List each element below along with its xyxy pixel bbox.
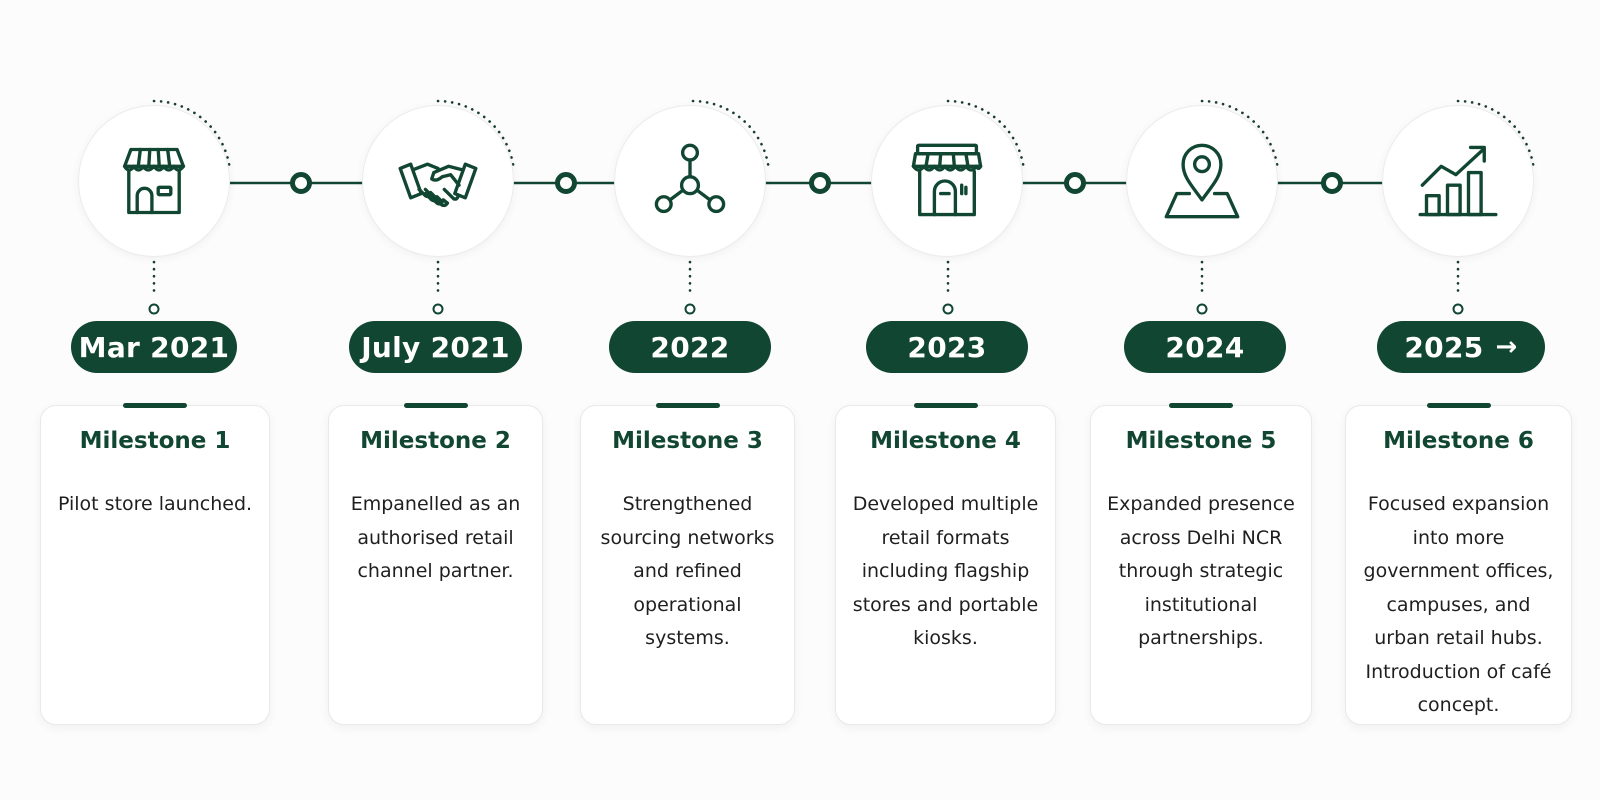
dotted-arc — [152, 99, 232, 173]
date-label: July 2021 — [361, 330, 510, 364]
milestone-title: Milestone 6 — [1383, 428, 1534, 454]
date-label: 2023 — [907, 330, 987, 364]
stem-dot — [1196, 303, 1208, 315]
card-tab — [1426, 403, 1491, 408]
milestone-card-1: Milestone 1 Pilot store launched. — [40, 403, 270, 725]
map-pin-icon — [1164, 143, 1240, 219]
milestone-card-2: Milestone 2 Empanelled as an authorised … — [328, 403, 543, 725]
dotted-arc — [946, 99, 1026, 173]
milestone-card-4: Milestone 4 Developed multiple retail fo… — [835, 403, 1056, 725]
card-tab — [655, 403, 720, 408]
card-tab — [123, 403, 187, 408]
icon-circle-1 — [79, 106, 229, 256]
milestone-title: Milestone 5 — [1125, 428, 1277, 454]
timeline-node — [1064, 172, 1086, 194]
timeline-node — [1321, 172, 1343, 194]
milestone-description: Expanded presence across Delhi NCR throu… — [1107, 493, 1295, 649]
handshake-icon — [398, 162, 478, 208]
icon-circle-3 — [615, 106, 765, 256]
milestone-card-6: Milestone 6 Focused expansion into more … — [1345, 403, 1572, 725]
milestone-card-3: Milestone 3 Strengthened sourcing networ… — [580, 403, 795, 725]
date-pill-1: Mar 2021 — [71, 321, 237, 373]
milestone-title: Milestone 3 — [612, 428, 763, 454]
dotted-arc — [436, 99, 516, 173]
date-pill-2: July 2021 — [349, 321, 522, 373]
icon-circle-5 — [1127, 106, 1277, 256]
stem-dot — [1452, 303, 1464, 315]
card-tab — [403, 403, 468, 408]
date-pill-3: 2022 — [609, 321, 771, 373]
milestone-title: Milestone 4 — [870, 428, 1021, 454]
milestone-description: Strengthened sourcing networks and refin… — [600, 493, 775, 649]
stem-dot — [684, 303, 696, 315]
milestone-title: Milestone 1 — [79, 428, 231, 454]
timeline-node — [290, 172, 312, 194]
date-label: 2022 — [650, 330, 730, 364]
date-label: Mar 2021 — [78, 330, 230, 364]
date-label: 2025 — [1404, 330, 1484, 364]
growth-chart-icon — [1418, 145, 1498, 217]
milestone-description: Developed multiple retail formats includ… — [852, 493, 1039, 649]
timeline-node — [555, 172, 577, 194]
milestone-description: Pilot store launched. — [57, 493, 253, 515]
stem-dot — [432, 303, 444, 315]
icon-circle-2 — [363, 106, 513, 256]
stem-dot — [148, 303, 160, 315]
milestone-description: Focused expansion into more government o… — [1363, 493, 1554, 716]
dotted-arc — [1200, 99, 1280, 173]
milestone-title: Milestone 2 — [360, 428, 511, 454]
arrow-right-icon: → — [1495, 332, 1518, 362]
network-nodes-icon — [654, 143, 726, 214]
date-label: 2024 — [1165, 330, 1245, 364]
storefront-icon — [122, 147, 186, 215]
date-pill-5: 2024 — [1124, 321, 1286, 373]
icon-circle-4 — [872, 106, 1022, 256]
stem-dot — [942, 303, 954, 315]
date-pill-4: 2023 — [866, 321, 1028, 373]
milestone-card-5: Milestone 5 Expanded presence across Del… — [1090, 403, 1312, 725]
timeline-node — [809, 172, 831, 194]
retail-shop-icon — [911, 143, 983, 217]
dotted-arc — [691, 99, 771, 173]
dotted-arc — [1456, 99, 1536, 173]
icon-circle-6 — [1383, 106, 1533, 256]
date-pill-6: 2025 → — [1377, 321, 1545, 373]
card-tab — [913, 403, 978, 408]
card-tab — [1169, 403, 1233, 408]
milestone-description: Empanelled as an authorised retail chann… — [350, 493, 521, 582]
